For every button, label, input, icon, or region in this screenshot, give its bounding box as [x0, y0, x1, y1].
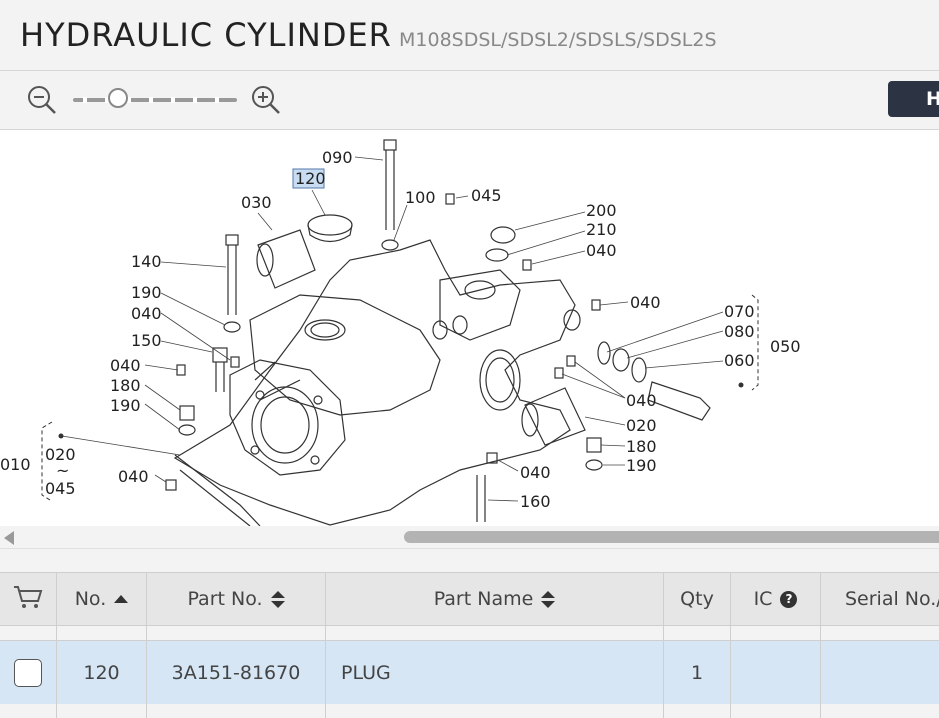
- diagram-toolbar: H: [0, 71, 939, 130]
- zoom-out-icon[interactable]: [27, 85, 57, 115]
- callout-label[interactable]: 040: [630, 293, 661, 312]
- exploded-view-drawing: 090 120 100 045 030 200 210 040 140 040 …: [0, 139, 801, 526]
- cart-icon[interactable]: [13, 585, 43, 614]
- cell-serial: [821, 641, 939, 704]
- callout-label[interactable]: 040: [118, 467, 149, 486]
- callout-label[interactable]: ~: [56, 461, 69, 480]
- callout-label[interactable]: 020: [626, 416, 657, 435]
- callout-label[interactable]: 190: [110, 396, 141, 415]
- cell-qty: 1: [664, 641, 731, 704]
- zoom-in-icon[interactable]: [251, 85, 281, 115]
- zoom-slider[interactable]: [73, 97, 237, 103]
- sort-icon[interactable]: [270, 590, 285, 608]
- model-subtitle: M108SDSL/SDSL2/SDSLS/SDSL2S: [399, 29, 717, 51]
- callout-label[interactable]: 010: [0, 455, 31, 474]
- callout-label[interactable]: 040: [110, 356, 141, 375]
- callout-label[interactable]: 200: [586, 201, 617, 220]
- callout-label[interactable]: 180: [110, 376, 141, 395]
- column-header-part-name[interactable]: Part Name: [326, 573, 664, 625]
- cell-no: 120: [57, 641, 147, 704]
- page-title: HYDRAULIC CYLINDER: [20, 16, 392, 54]
- column-header-label: Part Name: [433, 588, 534, 610]
- page-header: HYDRAULIC CYLINDER M108SDSL/SDSL2/SDSLS/…: [0, 0, 939, 71]
- cell-part-no: 3A151-81670: [147, 641, 326, 704]
- callout-label[interactable]: 180: [626, 437, 657, 456]
- scroll-left-arrow-icon[interactable]: [4, 531, 14, 545]
- cell-part-name: PLUG: [326, 641, 664, 704]
- cell-ic: [731, 641, 821, 704]
- callout-label[interactable]: 060: [724, 351, 755, 370]
- parts-diagram[interactable]: 090 120 100 045 030 200 210 040 140 040 …: [0, 130, 939, 526]
- callout-label[interactable]: 160: [520, 492, 551, 511]
- callout-label[interactable]: 020: [45, 445, 76, 464]
- column-header-label: Part No.: [187, 588, 263, 610]
- callout-label[interactable]: 150: [131, 331, 162, 350]
- callout-label[interactable]: 070: [724, 302, 755, 321]
- scrollbar-thumb[interactable]: [404, 531, 939, 543]
- callout-label[interactable]: 080: [724, 322, 755, 341]
- sort-ascending-icon[interactable]: [114, 595, 129, 603]
- table-row[interactable]: 120 3A151-81670 PLUG 1: [0, 641, 939, 705]
- callout-label[interactable]: 090: [322, 148, 353, 167]
- column-header-serial: Serial No./: [821, 573, 939, 625]
- parts-table-header: No. Part No. Part Name Qty IC ? Serial N…: [0, 572, 939, 626]
- zoom-slider-thumb[interactable]: [108, 88, 128, 108]
- column-header-label: IC: [753, 588, 773, 610]
- table-next-row: [0, 704, 939, 718]
- callout-label[interactable]: 190: [131, 283, 162, 302]
- callout-label[interactable]: 100: [405, 188, 436, 207]
- row-checkbox[interactable]: [14, 658, 42, 687]
- callout-label[interactable]: 050: [770, 337, 801, 356]
- callout-label[interactable]: 045: [45, 479, 76, 498]
- callout-label[interactable]: 045: [471, 186, 502, 205]
- table-spacer-row: [0, 626, 939, 641]
- column-header-qty: Qty: [664, 573, 731, 625]
- column-header-no[interactable]: No.: [57, 573, 147, 625]
- callout-label-highlighted[interactable]: 120: [295, 169, 326, 188]
- column-header-label: Serial No./: [845, 588, 939, 610]
- callout-label[interactable]: 140: [131, 252, 162, 271]
- callout-label[interactable]: 040: [520, 463, 551, 482]
- callout-label[interactable]: 040: [626, 391, 657, 410]
- column-header-ic: IC ?: [731, 573, 821, 625]
- diagram-scrollbar[interactable]: [0, 526, 939, 548]
- column-header-part-no[interactable]: Part No.: [147, 573, 326, 625]
- callout-label[interactable]: 190: [626, 456, 657, 475]
- column-header-label: Qty: [680, 588, 714, 610]
- help-icon[interactable]: ?: [780, 590, 798, 608]
- toolbar-action-button[interactable]: H: [888, 81, 939, 117]
- callout-label[interactable]: 040: [131, 304, 162, 323]
- column-header-cart[interactable]: [0, 573, 57, 625]
- column-header-label: No.: [74, 588, 107, 610]
- callout-label[interactable]: 030: [241, 193, 272, 212]
- callout-label[interactable]: 210: [586, 220, 617, 239]
- sort-icon[interactable]: [541, 590, 556, 608]
- callout-label[interactable]: 040: [586, 241, 617, 260]
- section-gap: [0, 548, 939, 573]
- row-select-cell: [0, 641, 57, 704]
